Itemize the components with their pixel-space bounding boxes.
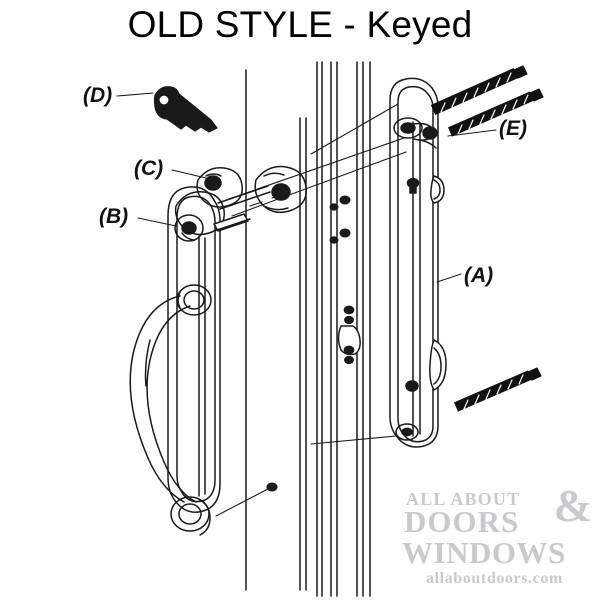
- screw-top-short: [447, 88, 544, 137]
- callout-label-d: (D): [83, 84, 113, 107]
- key: [153, 86, 218, 133]
- screw-bottom: [454, 367, 542, 412]
- cylinder-body-outer: [254, 165, 307, 214]
- interior-handle-assembly: [129, 186, 225, 536]
- exterior-handle-plate: [389, 77, 447, 448]
- screw-top-long: [430, 65, 528, 116]
- cylinder-collar-inner: [196, 167, 243, 208]
- watermark: ALL ABOUT & DOORS WINDOWS allaboutdoors.…: [398, 483, 594, 587]
- leader-e: [447, 129, 497, 137]
- mounting-screws: [430, 65, 544, 412]
- leader-d: [116, 92, 154, 97]
- interior-cylinder-boss: [174, 191, 225, 242]
- watermark-line2: DOORS: [404, 504, 520, 539]
- exterior-plate-latch-upper: [430, 175, 445, 204]
- handle-pull-upper-knuckle: [176, 284, 212, 316]
- callout-leader-lines: [116, 92, 497, 283]
- handle-pull-lower-knuckle: [170, 496, 211, 536]
- door-panel-interior-edge: [245, 69, 307, 591]
- callout-label-c: (C): [134, 157, 164, 180]
- watermark-ampersand: &: [553, 480, 592, 531]
- jamb-strike-holes: [329, 195, 351, 244]
- exterior-plate-latch-lower: [429, 339, 447, 391]
- watermark-line3: WINDOWS: [402, 535, 566, 570]
- watermark-line1: ALL ABOUT: [406, 489, 521, 509]
- handle-pull-grip: [129, 295, 197, 503]
- leader-c: [171, 169, 207, 179]
- callout-label-a: (A): [464, 264, 494, 287]
- exterior-plate-lower-boss: [395, 380, 419, 441]
- cylinder-spindle: [213, 185, 271, 232]
- leader-a: [436, 273, 462, 283]
- watermark-row-top: ALL ABOUT &: [398, 483, 594, 529]
- assembly-alignment-lines: [215, 103, 407, 517]
- page-title: OLD STYLE - Keyed: [127, 4, 473, 45]
- exterior-plate-upper-boss: [393, 117, 438, 149]
- jamb-keeper-slot: [337, 305, 361, 365]
- callout-label-b: (B): [99, 205, 129, 228]
- leader-b: [137, 217, 177, 227]
- watermark-url: allaboutdoors.com: [426, 570, 563, 587]
- exterior-plate-keyhole: [406, 177, 420, 194]
- callout-label-e: (E): [499, 117, 527, 140]
